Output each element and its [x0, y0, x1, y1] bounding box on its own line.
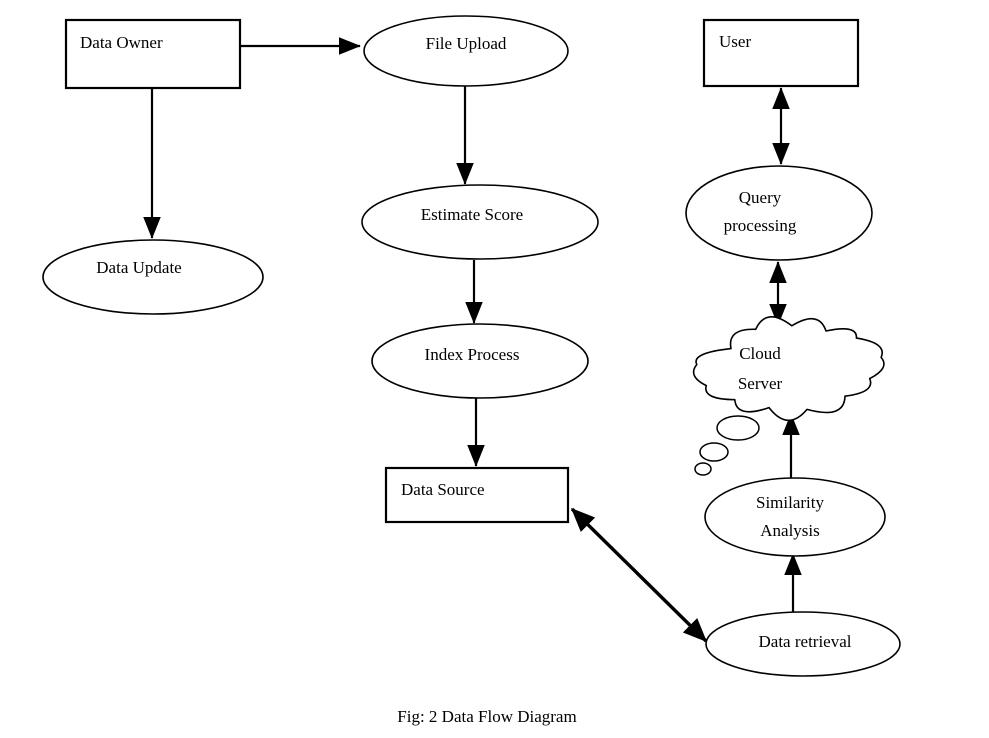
node-data-owner[interactable]: Data Owner — [64, 18, 242, 90]
estimate-score-label: Estimate Score — [421, 205, 523, 224]
bubble-medium — [699, 442, 729, 462]
query-processing-shape — [685, 165, 873, 261]
figure-caption: Fig: 2 Data Flow Diagram — [397, 707, 576, 726]
data-source-label: Data Source — [401, 480, 485, 499]
node-data-update[interactable]: Data Update — [42, 239, 264, 315]
node-user[interactable]: User — [702, 18, 860, 88]
data-update-shape — [42, 239, 264, 315]
node-file-upload[interactable]: File Upload — [363, 15, 569, 87]
data-update-label: Data Update — [96, 258, 181, 277]
similarity-analysis-shape — [704, 477, 886, 557]
data-retrieval-shape — [705, 611, 901, 677]
index-process-shape — [371, 323, 589, 399]
bubble-small — [694, 462, 712, 476]
index-process-label: Index Process — [425, 345, 520, 364]
node-index-process[interactable]: Index Process — [371, 323, 589, 399]
thought-bubbles-layer — [694, 415, 760, 476]
user-label: User — [719, 32, 751, 51]
data-owner-shape — [64, 18, 242, 90]
node-data-retrieval[interactable]: Data retrieval — [705, 611, 901, 677]
edges-layer — [143, 37, 802, 643]
cloud-server-shape — [692, 316, 885, 422]
node-estimate-score[interactable]: Estimate Score — [361, 184, 599, 260]
user-shape — [702, 18, 860, 88]
data-source-shape — [384, 466, 570, 524]
bubble-large — [716, 415, 760, 441]
file-upload-label: File Upload — [426, 34, 507, 53]
data-owner-label: Data Owner — [80, 33, 163, 52]
estimate-score-shape — [361, 184, 599, 260]
edge-data-source-to-data-retrieval — [570, 507, 708, 643]
node-data-source[interactable]: Data Source — [384, 466, 570, 524]
data-retrieval-label: Data retrieval — [759, 632, 852, 651]
file-upload-shape — [363, 15, 569, 87]
